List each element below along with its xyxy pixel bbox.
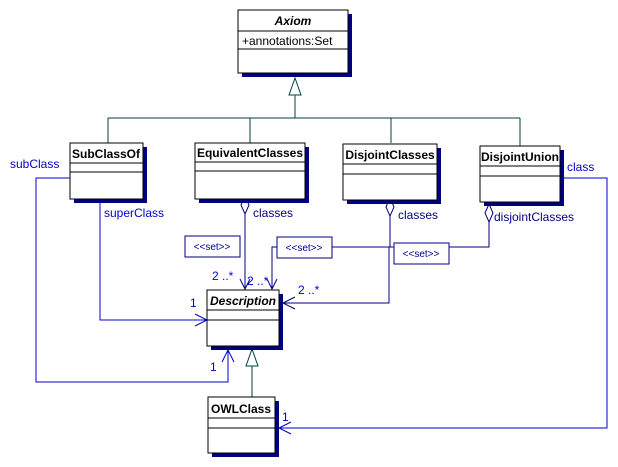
class-description[interactable]: Description [206, 289, 283, 350]
box [479, 145, 561, 203]
generalization-arrowhead-icon [288, 76, 302, 96]
box [237, 9, 349, 74]
box [206, 289, 280, 347]
multiplicity-disjointclasses: 2 ..* [247, 274, 269, 288]
class-name: Description [210, 294, 276, 308]
association-superclass [99, 199, 207, 321]
class-name: EquivalentClasses [197, 146, 303, 160]
class-name: SubClassOf [72, 147, 141, 161]
class-name: Axiom [274, 14, 312, 28]
stereotype-box [184, 235, 241, 258]
multiplicity-disjointunion: 2 ..* [298, 283, 320, 297]
multiplicity-class: 1 [282, 410, 289, 424]
class-disjointclasses[interactable]: DisjointClasses [342, 143, 441, 204]
class-owlclass[interactable]: OWLClass [207, 396, 279, 457]
stereotype-label: <<set>> [286, 243, 323, 254]
role-label-equiv-classes: classes [253, 206, 293, 220]
box [69, 142, 144, 200]
box [342, 143, 438, 201]
class-name: DisjointClasses [345, 148, 435, 162]
navigable-arrow-icon [266, 278, 278, 291]
stereotype-label: <<set>> [194, 242, 231, 253]
role-label-superclass: superClass [104, 206, 164, 220]
generalization-arrowhead-icon [245, 347, 259, 367]
role-label-class: class [567, 160, 594, 174]
box [207, 396, 276, 454]
stereotype-set-disjointunion: <<set>> [393, 242, 450, 265]
stereotype-box [276, 236, 333, 259]
class-name: DisjointUnion [481, 150, 559, 164]
generalization-axiom [107, 76, 521, 146]
stereotype-set-disjointclasses: <<set>> [276, 236, 333, 259]
class-subclassof[interactable]: SubClassOf [69, 142, 147, 203]
stereotype-box [393, 242, 450, 265]
class-name: OWLClass [211, 402, 271, 416]
multiplicity-subclass: 1 [210, 360, 217, 374]
attribute: +annotations:Set [242, 34, 333, 48]
association-class [279, 177, 608, 429]
navigable-arrow-icon [239, 278, 251, 291]
association-subclass [35, 177, 229, 383]
aggregation-disjointunion [283, 222, 490, 304]
role-label-subclass: subClass [10, 157, 59, 171]
multiplicity-equiv: 2 ..* [212, 269, 234, 283]
class-disjointunion[interactable]: DisjointUnion [479, 145, 564, 206]
stereotype-label: <<set>> [403, 249, 440, 260]
class-axiom[interactable]: Axiom +annotations:Set [237, 9, 352, 77]
role-label-disjoint-union-classes: disjointClasses [494, 210, 574, 224]
class-equivalentclasses[interactable]: EquivalentClasses [194, 142, 309, 203]
multiplicity-superclass: 1 [190, 296, 197, 310]
generalization-owlclass [245, 347, 259, 397]
role-label-disjoint-classes: classes [398, 208, 438, 222]
stereotype-set-equivalent: <<set>> [184, 235, 241, 258]
aggregation-diamond-icon [484, 202, 494, 224]
